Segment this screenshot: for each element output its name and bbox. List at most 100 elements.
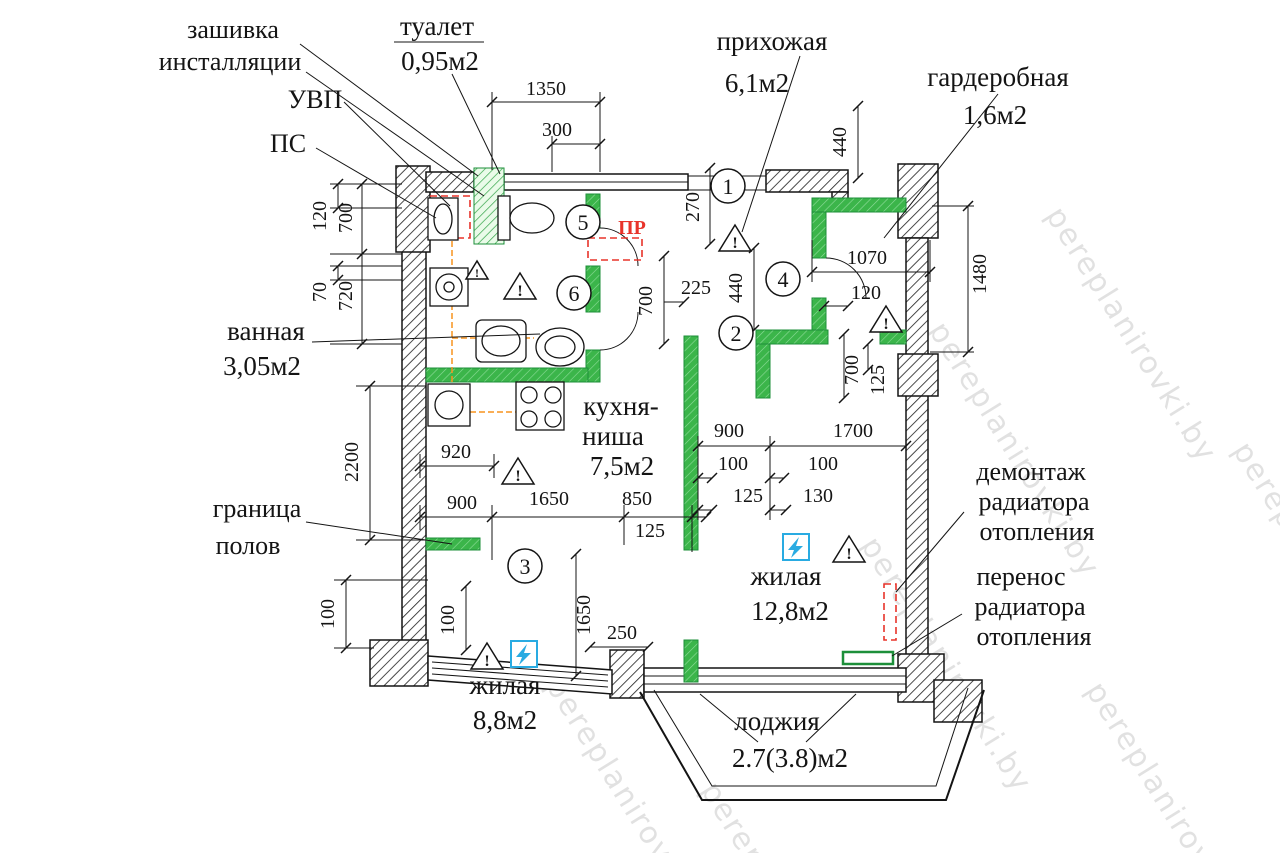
wardrobe-door-arc [825,257,867,299]
stove-burner [544,386,562,404]
room3-window-glass [431,667,609,682]
bath-washbasin-bowl [544,335,576,359]
dim-720-left: 720 [335,281,357,311]
numbered-markers: 1 2 3 4 5 6 [507,168,801,584]
room-label-hall-name: прихожая [717,26,828,56]
stove-burner [520,410,538,428]
electric-panel-icon [782,533,810,561]
dim-1480: 1480 [969,254,991,294]
callout-radiator-relocation: радиатора [974,592,1086,621]
top-left-column [395,165,431,253]
warning-icons: ! ! ! ! ! ! ! [464,223,904,670]
warning-triangle-icon [717,223,753,252]
marker-number-5: 5 [578,210,589,235]
dim-70-left: 70 [309,282,331,302]
dim-440-top: 440 [829,127,851,157]
loggia-parapet-inner [653,687,969,787]
washing-machine-hub [443,281,455,293]
room-label-kitchen-name: ниша [582,421,644,451]
toilet-tank [497,195,511,241]
electrical-icons [510,533,810,668]
warning-triangle-icon [831,534,867,563]
room-label-wardrobe-name: гардеробная [927,62,1069,92]
dim-700-hall: 700 [841,355,863,385]
kitchen-sink-bowl [434,390,464,420]
new-radiator [841,650,895,666]
dim-1650-bottom: 1650 [529,488,569,510]
warning-triangle-icon [502,271,538,300]
watermark-text: pereplanirovki.by [1078,676,1264,853]
dimension-lines [330,92,974,682]
dim-125-hall: 125 [867,365,889,395]
marker-circle-2 [718,315,754,351]
callout-radiator-relocation: перенос [976,562,1065,591]
dim-1070: 1070 [847,247,887,269]
warning-glyph: ! [515,468,520,485]
marker-circle-6 [556,275,592,311]
dim-2200: 2200 [341,442,363,482]
room-label-kitchen-name: кухня- [583,391,659,421]
loggia-left-column [609,649,645,699]
kitchen-living-wall-lower [683,639,699,683]
callout-radiator-relocation: отопления [977,622,1092,651]
hall-living-wall [755,329,829,345]
warning-glyph: ! [475,266,479,280]
bottom-left-column [369,639,429,687]
lightning-icon [788,537,803,558]
room-label-loggia-area: 2.7(3.8)м2 [732,743,848,773]
room-label-kitchen-area: 7,5м2 [590,451,654,481]
watermark-text: pereplanirovki.by [1038,201,1224,469]
room-label-bath-area: 3,05м2 [223,351,301,381]
right-wall [905,237,929,691]
room-label-toilet-area: 0,95м2 [401,46,479,76]
marker-number-4: 4 [778,267,789,292]
callout-radiator-demolition: демонтаж [976,457,1086,486]
loggia-window-wall [643,667,907,693]
dim-125-kitchen: 125 [635,520,665,542]
wardrobe-top-wall [811,197,907,213]
bath-sink-bowl [481,325,521,357]
wardrobe-left-wall [811,211,827,259]
stove-burner [544,410,562,428]
warning-glyph: ! [883,316,888,333]
warning-triangle-icon-small [464,259,490,280]
toilet-bowl [509,202,555,234]
dim-100-b: 100 [808,453,838,475]
marker-circle-5 [565,204,601,240]
dim-1350: 1350 [526,78,566,100]
dim-100-room3: 100 [437,605,459,635]
room-label-toilet-name: туалет [400,11,474,41]
dim-700-mid: 700 [635,286,657,316]
warning-triangle-icon [868,304,904,333]
marker-circle-1 [710,168,746,204]
callout-pr: ПР [618,217,646,239]
dim-1700: 1700 [833,420,873,442]
dim-440-mid: 440 [725,273,747,303]
callout-ps: ПС [270,129,306,158]
warning-glyph: ! [846,546,851,563]
dim-100-left-bottom: 100 [317,599,339,629]
dim-1650-vertical: 1650 [573,595,595,635]
demolition-marks [429,195,897,666]
floor-border-stub [425,537,481,551]
outer-walls [369,163,983,723]
callout-radiator-demolition: отопления [980,517,1095,546]
callout-floor-border: полов [216,531,281,560]
watermark-text: pereplanirovki.by [693,776,879,853]
dim-920: 920 [441,441,471,463]
dimension-texts: 1350 300 270 440 1070 120 1480 120 700 7… [309,78,991,644]
warning-triangle-icon [500,456,536,485]
dim-120-left: 120 [309,201,331,231]
marker-number-1: 1 [723,174,734,199]
room-label-living-small-area: 8,8м2 [473,705,537,735]
leader-lines [299,41,999,657]
demolished-opening [587,237,643,261]
room-label-living-small-name: жилая [469,670,541,700]
room-label-loggia-name: лоджия [734,706,819,736]
loggia-leader-line [805,693,857,743]
marker-number-3: 3 [520,554,531,579]
warning-triangle-icon [469,641,505,670]
stove-burner [520,386,538,404]
